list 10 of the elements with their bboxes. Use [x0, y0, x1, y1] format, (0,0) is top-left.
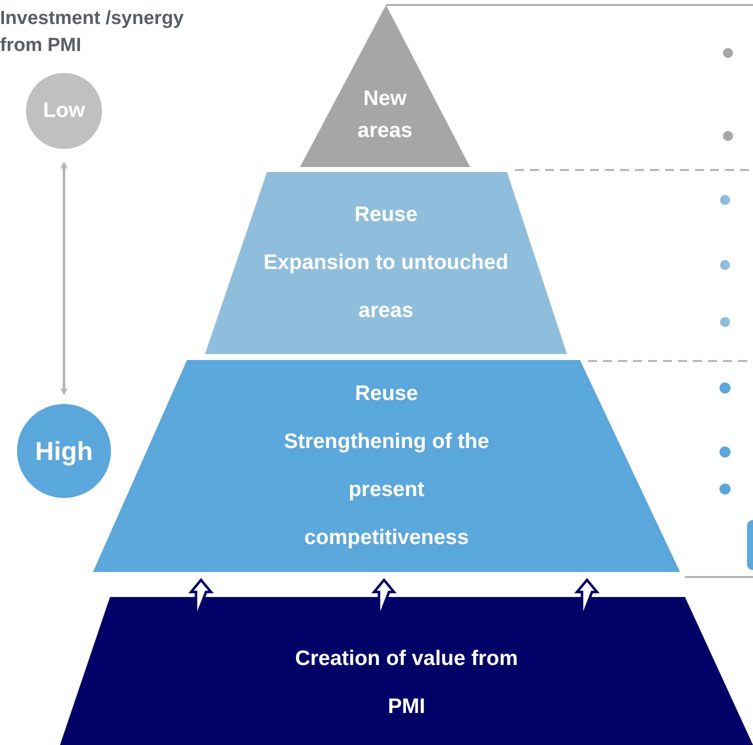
tier-label: Reuse	[353, 202, 419, 228]
tier-label: Creation of value from PMI	[294, 646, 519, 720]
tier-label: Strengthening of the present competitiveness	[282, 429, 490, 551]
tier-label: Expansion to untouched areas	[262, 250, 510, 324]
double-arrow	[60, 162, 68, 395]
level-label: High	[35, 434, 93, 468]
tier-label: Reuse	[354, 381, 420, 407]
tier-label: New areas	[356, 86, 414, 144]
level-label: Low	[43, 98, 85, 124]
axis-title: Investment /synergy from PMI	[0, 7, 185, 58]
